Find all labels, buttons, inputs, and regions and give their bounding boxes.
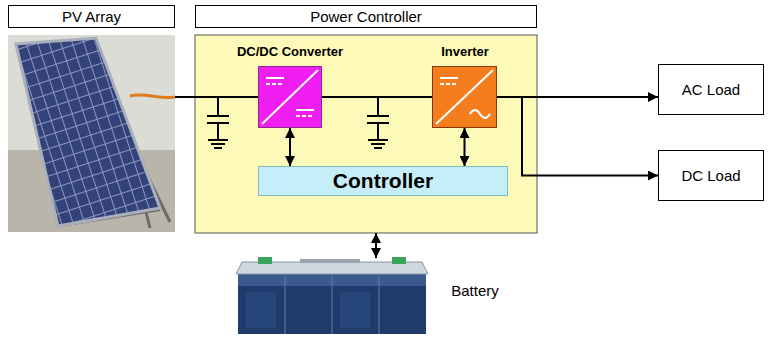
text-slot: Power Controller — [195, 5, 537, 28]
controller: Controller — [258, 166, 508, 196]
node-label: DC/DC Converter — [237, 45, 343, 60]
text-slot: Controller — [259, 167, 507, 195]
capacitor-symbol — [367, 97, 389, 148]
inverter-symbol — [436, 70, 493, 124]
dc-dc-converter-box — [258, 66, 322, 128]
battery-photo — [236, 257, 428, 334]
node-label: AC Load — [682, 81, 740, 98]
pv-array-photo — [8, 35, 175, 232]
node-label: Inverter — [441, 45, 489, 60]
connector — [322, 96, 432, 98]
node-label: Controller — [333, 169, 433, 193]
text-slot: PV Array — [8, 5, 175, 28]
battery: Battery — [232, 258, 522, 338]
connector — [375, 233, 377, 258]
dc-dc-converter: DC/DC Converter — [225, 42, 355, 128]
ac-load: AC Load — [658, 64, 764, 115]
connector — [497, 97, 658, 176]
node-label: DC Load — [681, 167, 740, 184]
node-label: Battery — [451, 282, 499, 299]
inverter: Inverter — [400, 42, 530, 128]
pv-array: PV Array — [8, 5, 175, 233]
connector — [464, 128, 466, 166]
text-slot: Inverter — [400, 42, 530, 62]
text-slot: DC Load — [659, 151, 763, 200]
text-slot: DC/DC Converter — [225, 42, 355, 62]
dc-load: DC Load — [658, 150, 764, 201]
power-controller: DC/DC Converter InverterController Power C… — [195, 5, 537, 233]
text-slot: AC Load — [659, 65, 763, 114]
node-label: PV Array — [62, 8, 121, 25]
connector — [289, 128, 291, 166]
dc-dc-symbol — [262, 70, 318, 124]
text-slot: Battery — [432, 280, 518, 302]
controller-panel — [195, 35, 537, 233]
inverter-box — [432, 66, 497, 128]
connector — [175, 96, 258, 98]
node-label: Power Controller — [310, 8, 422, 25]
capacitor-symbol — [207, 97, 229, 148]
